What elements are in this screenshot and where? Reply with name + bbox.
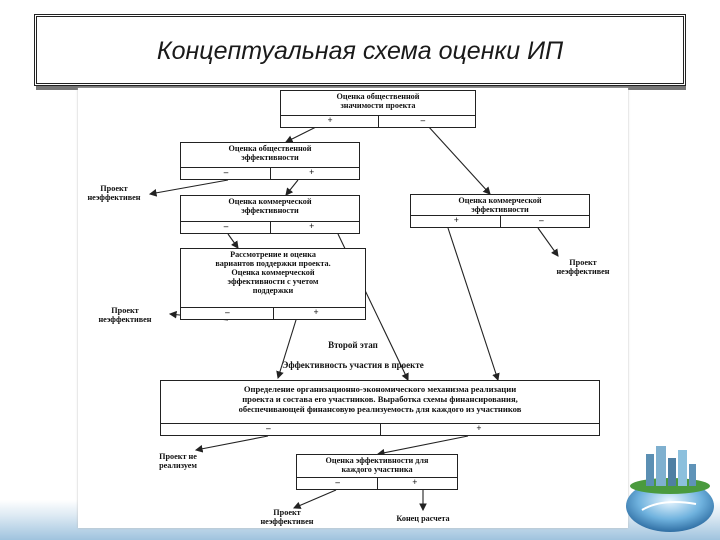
arrow-n1-plus-to-n2 — [286, 126, 318, 142]
node-label: Рассмотрение и оценка вариантов поддержк… — [181, 249, 365, 296]
node-branches: – + — [181, 167, 359, 179]
arrow-n7-minus-to-t5 — [294, 490, 336, 508]
node-social-significance: Оценка общественной значимости проекта +… — [280, 90, 476, 128]
arrow-n4-minus-to-t2 — [538, 228, 558, 256]
arrow-n2-plus-to-n3 — [286, 180, 298, 195]
branch-plus: + — [309, 221, 314, 231]
branch-plus: + — [309, 167, 314, 177]
branch-minus: – — [224, 221, 229, 231]
node-label: Оценка общественной значимости проекта — [281, 91, 475, 111]
node-branches: + – — [281, 115, 475, 127]
branch-minus: – — [539, 215, 544, 225]
branch-plus: + — [476, 423, 481, 433]
node-label: Оценка коммерческой эффективности — [181, 196, 359, 216]
branch-plus: + — [328, 115, 333, 125]
node-branches: – + — [181, 307, 365, 319]
node-label: Оценка коммерческой эффективности — [411, 195, 589, 215]
branch-plus: + — [313, 307, 318, 317]
branch-minus: – — [224, 167, 229, 177]
node-branches: – + — [181, 221, 359, 233]
node-label: Оценка эффективности для каждого участни… — [297, 455, 457, 475]
node-commercial-efficiency-left: Оценка коммерческой эффективности – + — [180, 195, 360, 234]
slide-title: Концептуальная схема оценки ИП — [37, 37, 683, 66]
city-globe-icon — [622, 440, 718, 536]
branch-plus: + — [454, 215, 459, 225]
stage-two-heading: Второй этап Эффективность участия в прое… — [228, 330, 478, 370]
title-frame: Концептуальная схема оценки ИП — [34, 14, 686, 86]
arrow-n1-minus-to-n4 — [428, 126, 490, 194]
node-branches: + – — [411, 215, 589, 227]
node-branches: – + — [161, 423, 599, 435]
stage-two-subtitle: Эффективность участия в проекте — [282, 360, 424, 370]
arrow-n6-plus-to-n7 — [378, 436, 468, 454]
terminal-ineffective-1: Проект неэффективен — [76, 184, 152, 202]
left-margin — [0, 88, 78, 500]
arrow-n3-minus-to-n5 — [228, 234, 238, 248]
node-label: Определение организационно-экономическог… — [161, 381, 599, 415]
terminal-end-of-calculation: Конец расчета — [378, 514, 468, 523]
arrow-n2-minus-to-t1 — [150, 180, 228, 194]
node-support-options: Рассмотрение и оценка вариантов поддержк… — [180, 248, 366, 320]
node-org-economic-mechanism: Определение организационно-экономическог… — [160, 380, 600, 436]
node-commercial-efficiency-right: Оценка коммерческой эффективности + – — [410, 194, 590, 228]
terminal-ineffective-2: Проект неэффективен — [540, 258, 626, 276]
arrow-n6-minus-to-t4 — [196, 436, 268, 450]
node-participant-efficiency: Оценка эффективности для каждого участни… — [296, 454, 458, 490]
flowchart: Оценка общественной значимости проекта +… — [78, 88, 628, 528]
branch-plus: + — [412, 477, 417, 487]
branch-minus: – — [335, 477, 340, 487]
terminal-ineffective-3: Проект неэффективен — [80, 306, 170, 324]
branch-minus: – — [266, 423, 271, 433]
terminal-ineffective-4: Проект неэффективен — [242, 508, 332, 526]
node-label: Оценка общественной эффективности — [181, 143, 359, 163]
stage-two-title: Второй этап — [328, 340, 378, 350]
node-branches: – + — [297, 477, 457, 489]
branch-minus: – — [225, 307, 230, 317]
branch-minus: – — [421, 115, 426, 125]
node-social-efficiency: Оценка общественной эффективности – + — [180, 142, 360, 180]
terminal-not-feasible: Проект не реализуем — [138, 452, 218, 470]
